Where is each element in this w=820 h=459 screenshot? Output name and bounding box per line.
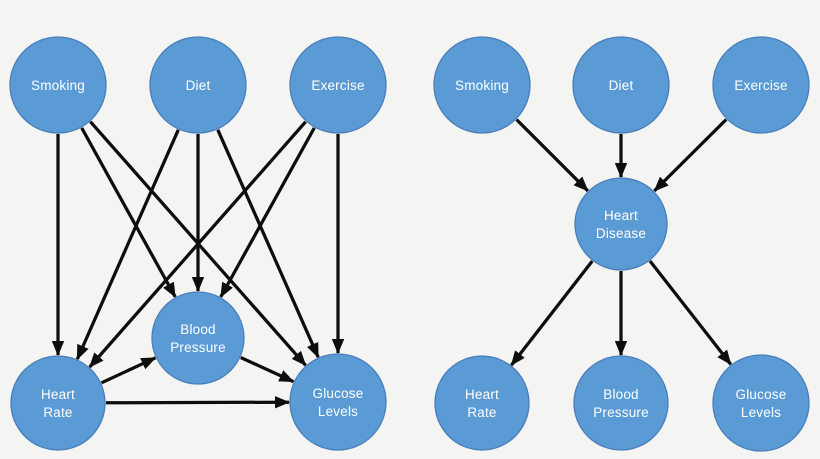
- node-label-smoking: Smoking: [31, 78, 85, 93]
- node-circle-diet: [572, 36, 670, 134]
- edge-left-full-model-exercise-to-blood-pressure: [219, 127, 316, 298]
- node-label-exercise: Exercise: [734, 78, 787, 93]
- node-left-full-model-smoking: Smoking: [9, 36, 107, 134]
- edge-right-latent-model-heart-disease-to-heart-rate: [510, 260, 594, 367]
- node-circle-smoking: [433, 36, 531, 134]
- node-circle-heart-rate: [10, 355, 106, 451]
- node-circle-smoking: [9, 36, 107, 134]
- edge-right-latent-model-heart-disease-to-glucose-levels: [648, 259, 733, 366]
- edge-left-full-model-smoking-to-blood-pressure: [80, 127, 177, 298]
- node-circle-exercise: [289, 36, 387, 134]
- node-circle-exercise: [712, 36, 810, 134]
- node-label-diet: Diet: [609, 78, 634, 93]
- node-circle-blood-pressure: [573, 355, 669, 451]
- node-right-latent-model-smoking: Smoking: [433, 36, 531, 134]
- node-circle-glucose-levels: [712, 354, 810, 452]
- node-circle-heart-rate: [434, 355, 530, 451]
- node-right-latent-model-exercise: Exercise: [712, 36, 810, 134]
- node-label-smoking: Smoking: [455, 78, 509, 93]
- edge-left-full-model-heart-rate-to-glucose-levels: [105, 396, 290, 409]
- edge-left-full-model-exercise-to-heart-rate: [88, 120, 307, 369]
- node-left-full-model-diet: Diet: [149, 36, 247, 134]
- edge-left-full-model-diet-to-heart-rate: [75, 129, 180, 360]
- node-right-latent-model-diet: Diet: [572, 36, 670, 134]
- edge-left-full-model-heart-rate-to-blood-pressure: [100, 356, 157, 385]
- edge-right-latent-model-smoking-to-heart-disease: [515, 118, 589, 192]
- node-circle-diet: [149, 36, 247, 134]
- node-circle-blood-pressure: [151, 291, 245, 385]
- edge-left-full-model-diet-to-glucose-levels: [216, 129, 320, 359]
- node-circle-glucose-levels: [289, 353, 387, 451]
- node-left-full-model-exercise: Exercise: [289, 36, 387, 134]
- node-label-diet: Diet: [186, 78, 211, 93]
- node-circle-heart-disease: [574, 177, 668, 271]
- edge-left-full-model-blood-pressure-to-glucose-levels: [240, 356, 295, 384]
- node-label-exercise: Exercise: [311, 78, 364, 93]
- edge-right-latent-model-exercise-to-heart-disease: [653, 118, 728, 193]
